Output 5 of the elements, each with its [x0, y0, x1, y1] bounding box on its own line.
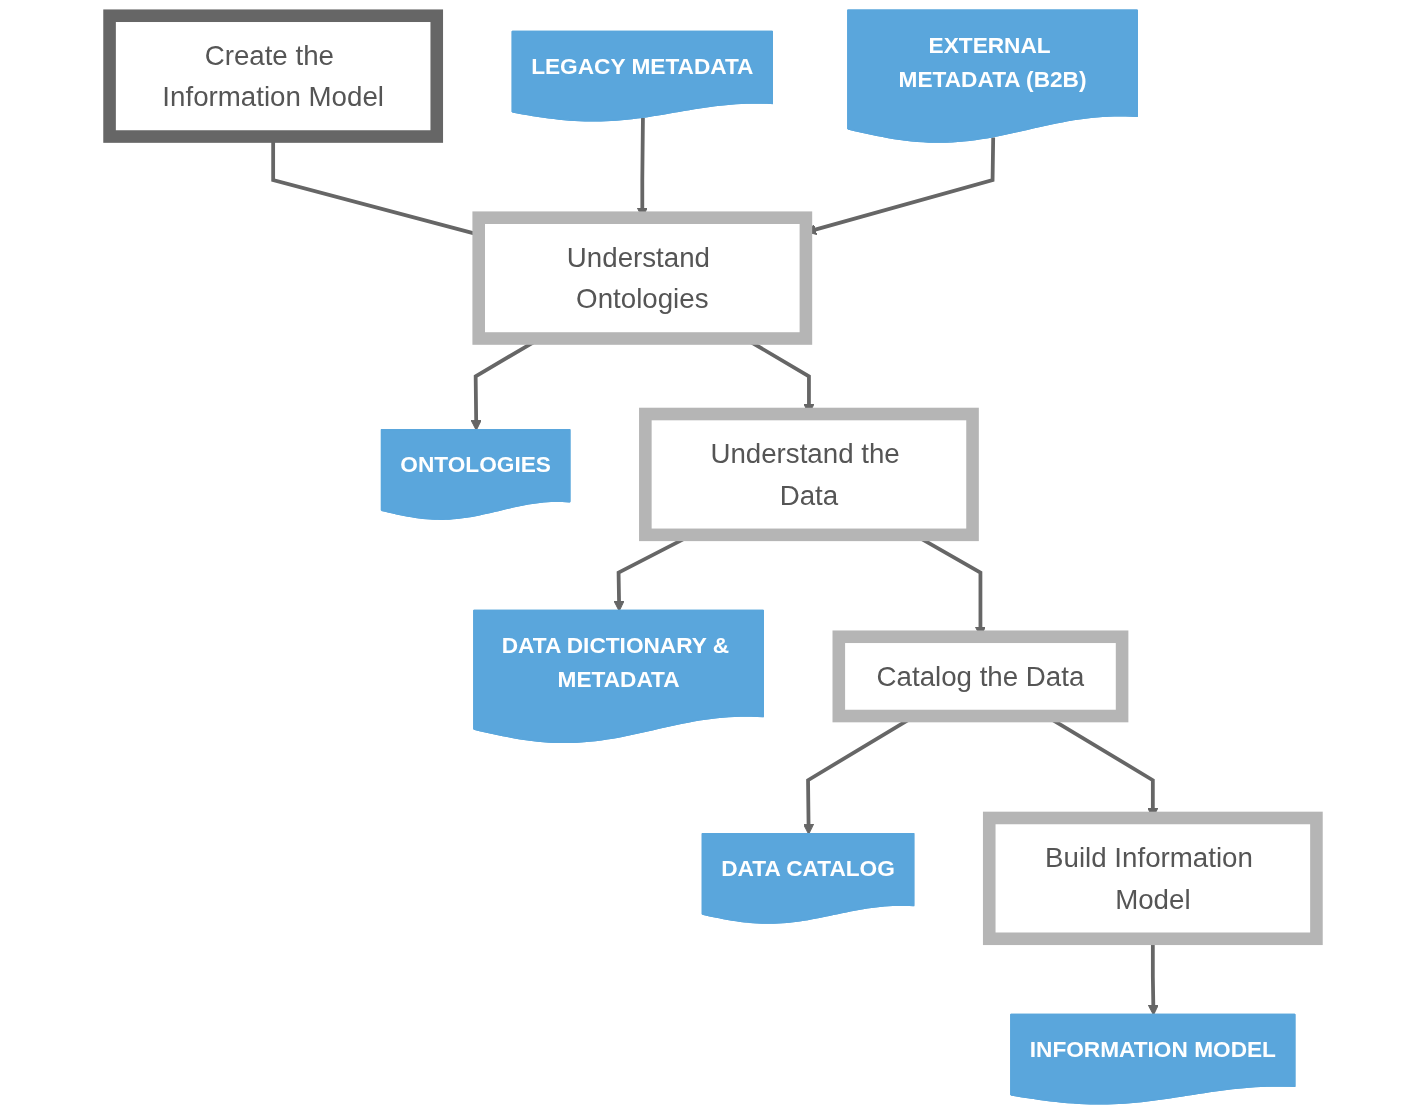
node-box: Create the Information Model — [103, 9, 444, 143]
node-box: Catalog the Data — [832, 630, 1129, 723]
node-box: Understand the Data — [639, 407, 979, 542]
node-box: Understand Ontologies — [472, 211, 813, 345]
node-box: Build Information Model — [982, 811, 1323, 946]
